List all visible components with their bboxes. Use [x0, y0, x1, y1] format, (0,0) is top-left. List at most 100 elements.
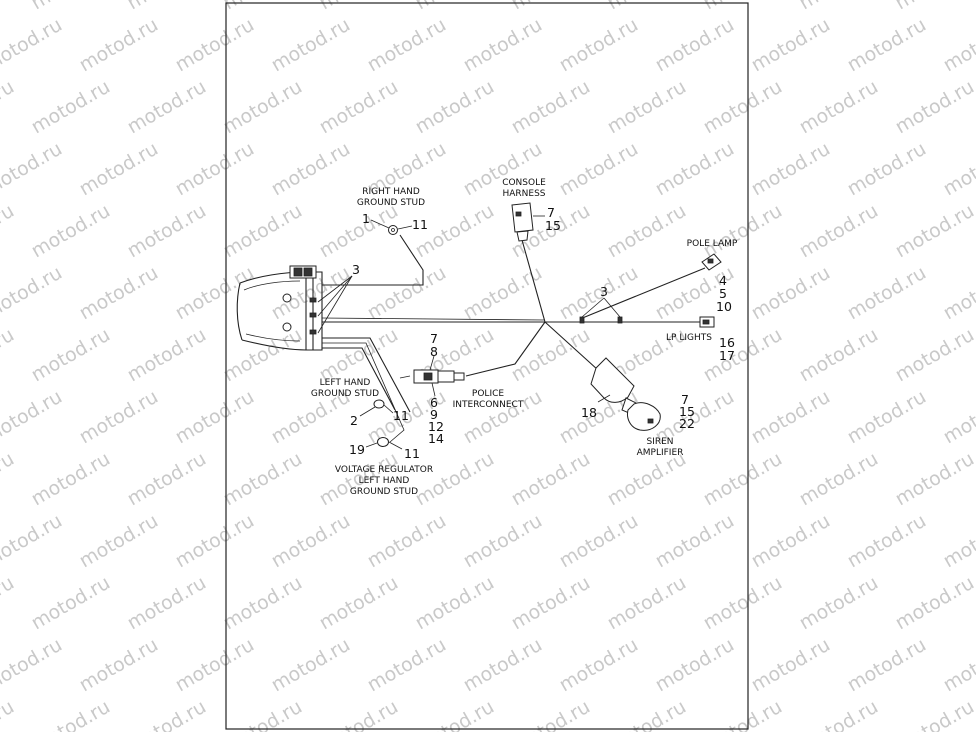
callout-siren-connector: 18 [581, 405, 597, 420]
lh-stud-label-2: GROUND STUD [311, 389, 379, 399]
watermark-text: motod.ru [0, 76, 18, 139]
watermark-text: motod.ru [0, 200, 18, 263]
watermark-text: motod.ru [940, 262, 976, 325]
watermark-text: motod.ru [28, 448, 114, 511]
watermark-text: motod.ru [604, 696, 690, 732]
watermark-text: motod.ru [844, 138, 930, 201]
watermark-text: motod.ru [316, 572, 402, 635]
callout-pole-lamp-c: 10 [716, 299, 732, 314]
watermark-text: motod.ru [172, 14, 258, 77]
watermark-text: motod.ru [796, 200, 882, 263]
watermark-text: motod.ru [508, 448, 594, 511]
callout-police-b: 8 [430, 344, 438, 359]
callout-police-d: 9 [430, 407, 438, 422]
watermark-text: motod.ru [364, 634, 450, 697]
watermark-text: motod.ru [892, 572, 976, 635]
watermark-text: motod.ru [604, 0, 690, 14]
watermark-text: motod.ru [796, 572, 882, 635]
watermark-text: motod.ru [844, 510, 930, 573]
watermark-text: motod.ru [172, 138, 258, 201]
watermark-text: motod.ru [412, 572, 498, 635]
police-label-1: POLICE [472, 389, 504, 399]
rh-stud-label-2: GROUND STUD [357, 198, 425, 208]
watermark-text: motod.ru [124, 200, 210, 263]
watermark-text: motod.ru [892, 76, 976, 139]
callout-rh-stud-nut: 11 [412, 217, 428, 232]
watermark-text: motod.ru [844, 14, 930, 77]
watermark-text: motod.ru [652, 14, 738, 77]
watermark-text: motod.ru [892, 200, 976, 263]
watermark-text: motod.ru [268, 510, 354, 573]
watermark-text: motod.ru [316, 0, 402, 14]
watermark-text: motod.ru [28, 0, 114, 14]
watermark-text: motod.ru [748, 262, 834, 325]
vr-label-2: LEFT HAND [359, 476, 410, 486]
callout-police-f: 14 [428, 431, 444, 446]
watermark-text: motod.ru [796, 0, 882, 14]
watermark-text: motod.ru [556, 262, 642, 325]
callout-branch-clips: 3 [600, 284, 608, 299]
watermark-text: motod.ru [604, 200, 690, 263]
console-label-2: HARNESS [502, 189, 545, 199]
rh-stud-label-1: RIGHT HAND [362, 187, 420, 197]
callout-console-b: 15 [545, 218, 561, 233]
watermark-text: motod.ru [700, 200, 786, 263]
watermark-text: motod.ru [460, 14, 546, 77]
watermark-text: motod.ru [556, 14, 642, 77]
watermark-text: motod.ru [892, 324, 976, 387]
watermark-text: motod.ru [796, 696, 882, 732]
watermark-text: motod.ru [844, 634, 930, 697]
watermark-text: motod.ru [76, 138, 162, 201]
vr-label-1: VOLTAGE REGULATOR [335, 465, 433, 475]
watermark-text: motod.ru [748, 14, 834, 77]
watermark-text: motod.ru [124, 572, 210, 635]
watermark-text: motod.ru [364, 262, 450, 325]
watermark-text: motod.ru [172, 510, 258, 573]
watermark-text: motod.ru [172, 386, 258, 449]
callout-vr-stud-nut: 11 [404, 446, 420, 461]
callout-rh-stud-part: 1 [362, 211, 370, 226]
watermark-text: motod.ru [316, 76, 402, 139]
watermark-text: motod.ru [124, 324, 210, 387]
watermark-text: motod.ru [76, 386, 162, 449]
callouts: 1 11 3 7 15 3 4 5 10 16 17 7 8 6 9 12 14… [349, 205, 735, 461]
vr-ground-stud [365, 437, 403, 450]
vr-label-3: GROUND STUD [350, 487, 418, 497]
watermark-text: motod.ru [508, 0, 594, 14]
callout-siren-c: 22 [679, 416, 695, 431]
watermark-text: motod.ru [124, 76, 210, 139]
harness-wires [321, 234, 706, 443]
callout-vr-stud-part: 19 [349, 442, 365, 457]
callout-lp-a: 16 [719, 335, 735, 350]
watermark-text: motod.ru [700, 696, 786, 732]
lp-lights-connector [699, 316, 715, 328]
watermark-text: motod.ru [220, 200, 306, 263]
watermark-text: motod.ru [0, 510, 66, 573]
watermark-text: motod.ru [460, 262, 546, 325]
watermark-text: motod.ru [364, 510, 450, 573]
watermark-text: motod.ru [556, 138, 642, 201]
watermark-text: motod.ru [220, 76, 306, 139]
watermark-text: motod.ru [460, 510, 546, 573]
police-label-2: INTERCONNECT [453, 400, 524, 410]
watermark-text: motod.ru [412, 696, 498, 732]
watermark-text: motod.ru [316, 696, 402, 732]
watermark-text: motod.ru [76, 510, 162, 573]
watermark-text: motod.ru [364, 14, 450, 77]
watermark-text: motod.ru [748, 138, 834, 201]
watermark-text: motod.ru [268, 138, 354, 201]
watermark-text: motod.ru [220, 572, 306, 635]
watermark-text: motod.ru [796, 76, 882, 139]
callout-lp-b: 17 [719, 348, 735, 363]
watermark-text: motod.ru [892, 448, 976, 511]
watermark-text: motod.ru [0, 14, 66, 77]
watermark-text: motod.ru [940, 14, 976, 77]
siren-label-1: SIREN [646, 437, 673, 447]
watermark-text: motod.ru [0, 324, 18, 387]
watermark-text: motod.ru [652, 510, 738, 573]
watermark-text: motod.ru [76, 14, 162, 77]
watermark-text: motod.ru [460, 634, 546, 697]
watermark-text: motod.ru [316, 324, 402, 387]
watermark-text: motod.ru [796, 324, 882, 387]
watermark-text: motod.ru [940, 386, 976, 449]
